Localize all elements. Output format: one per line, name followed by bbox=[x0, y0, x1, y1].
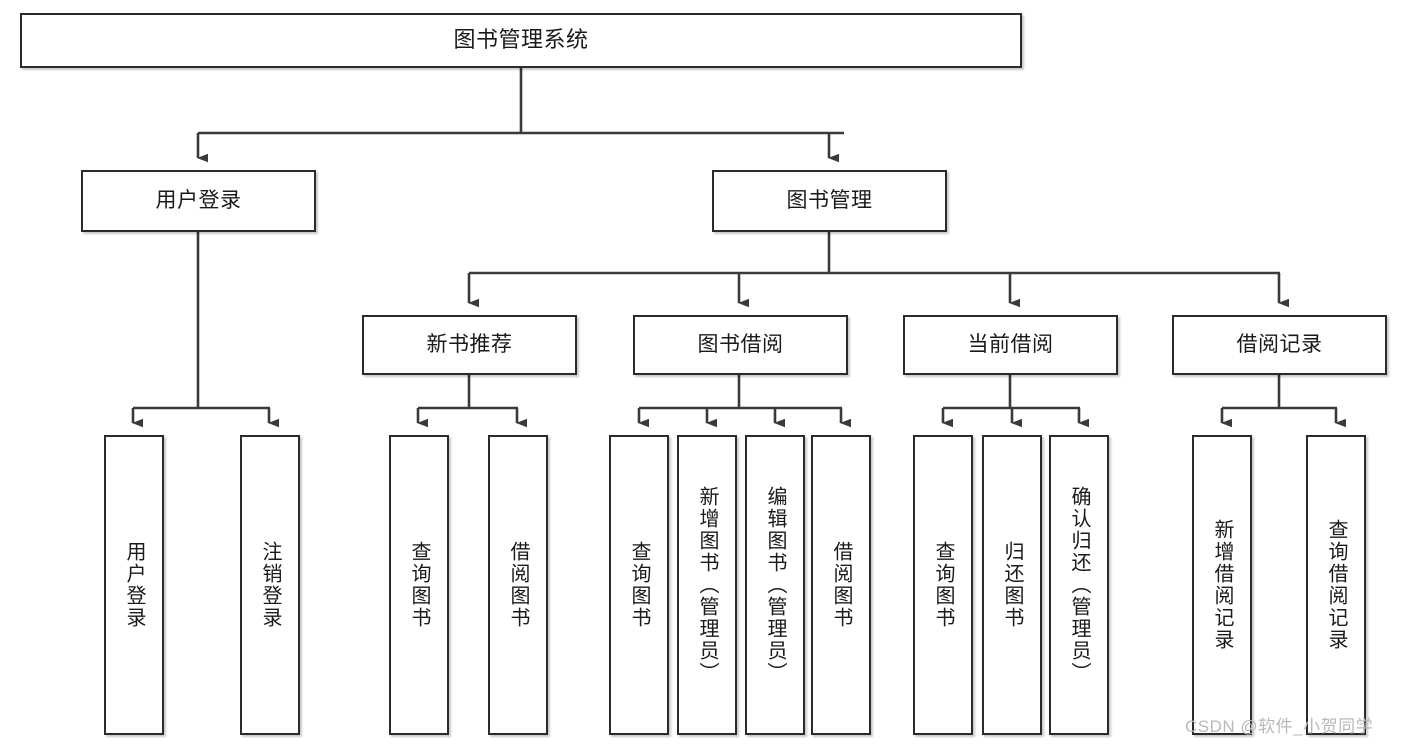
node-book-borrow[interactable]: 图书借阅 bbox=[633, 315, 848, 375]
node-leaf-cb-return-label: 归还图书 bbox=[1001, 541, 1023, 629]
node-leaf-bb-query-label: 查询图书 bbox=[628, 541, 650, 629]
node-leaf-cb-return[interactable]: 归还图书 bbox=[982, 435, 1042, 735]
node-root[interactable]: 图书管理系统 bbox=[20, 13, 1022, 68]
node-leaf-cb-confirm[interactable]: 确认归还（管理员） bbox=[1049, 435, 1109, 735]
node-leaf-bb-add-label: 新增图书（管理员） bbox=[696, 486, 718, 684]
node-leaf-nb-query-label: 查询图书 bbox=[408, 541, 430, 629]
node-leaf-cb-query[interactable]: 查询图书 bbox=[913, 435, 973, 735]
node-borrow-record[interactable]: 借阅记录 bbox=[1172, 315, 1387, 375]
node-current-borrow-label: 当前借阅 bbox=[967, 333, 1054, 357]
node-new-book-rec[interactable]: 新书推荐 bbox=[362, 315, 577, 375]
node-leaf-nb-query[interactable]: 查询图书 bbox=[389, 435, 449, 735]
node-leaf-user-login-label: 用户登录 bbox=[123, 541, 145, 629]
node-leaf-bb-query[interactable]: 查询图书 bbox=[609, 435, 669, 735]
node-leaf-br-query[interactable]: 查询借阅记录 bbox=[1306, 435, 1366, 735]
node-leaf-bb-borrow-label: 借阅图书 bbox=[830, 541, 852, 629]
node-leaf-cb-confirm-label: 确认归还（管理员） bbox=[1068, 486, 1090, 684]
node-leaf-bb-edit[interactable]: 编辑图书（管理员） bbox=[745, 435, 805, 735]
node-leaf-br-add-label: 新增借阅记录 bbox=[1211, 519, 1233, 651]
node-leaf-br-add[interactable]: 新增借阅记录 bbox=[1192, 435, 1252, 735]
node-leaf-user-logout-label: 注销登录 bbox=[259, 541, 281, 629]
node-leaf-bb-edit-label: 编辑图书（管理员） bbox=[764, 486, 786, 684]
node-borrow-record-label: 借阅记录 bbox=[1236, 333, 1323, 357]
watermark: CSDN @软件_小贺同学 bbox=[1185, 717, 1374, 736]
node-root-label: 图书管理系统 bbox=[453, 27, 589, 53]
node-book-manage[interactable]: 图书管理 bbox=[712, 170, 947, 232]
node-user-login-label: 用户登录 bbox=[155, 189, 242, 213]
node-leaf-bb-add[interactable]: 新增图书（管理员） bbox=[677, 435, 737, 735]
node-new-book-rec-label: 新书推荐 bbox=[426, 333, 513, 357]
node-book-borrow-label: 图书借阅 bbox=[697, 333, 784, 357]
node-current-borrow[interactable]: 当前借阅 bbox=[903, 315, 1118, 375]
node-book-manage-label: 图书管理 bbox=[786, 189, 873, 213]
node-leaf-user-logout[interactable]: 注销登录 bbox=[240, 435, 300, 735]
node-leaf-bb-borrow[interactable]: 借阅图书 bbox=[811, 435, 871, 735]
node-leaf-nb-borrow-label: 借阅图书 bbox=[507, 541, 529, 629]
node-user-login[interactable]: 用户登录 bbox=[81, 170, 316, 232]
node-leaf-nb-borrow[interactable]: 借阅图书 bbox=[488, 435, 548, 735]
node-leaf-cb-query-label: 查询图书 bbox=[932, 541, 954, 629]
node-leaf-user-login[interactable]: 用户登录 bbox=[104, 435, 164, 735]
node-leaf-br-query-label: 查询借阅记录 bbox=[1325, 519, 1347, 651]
